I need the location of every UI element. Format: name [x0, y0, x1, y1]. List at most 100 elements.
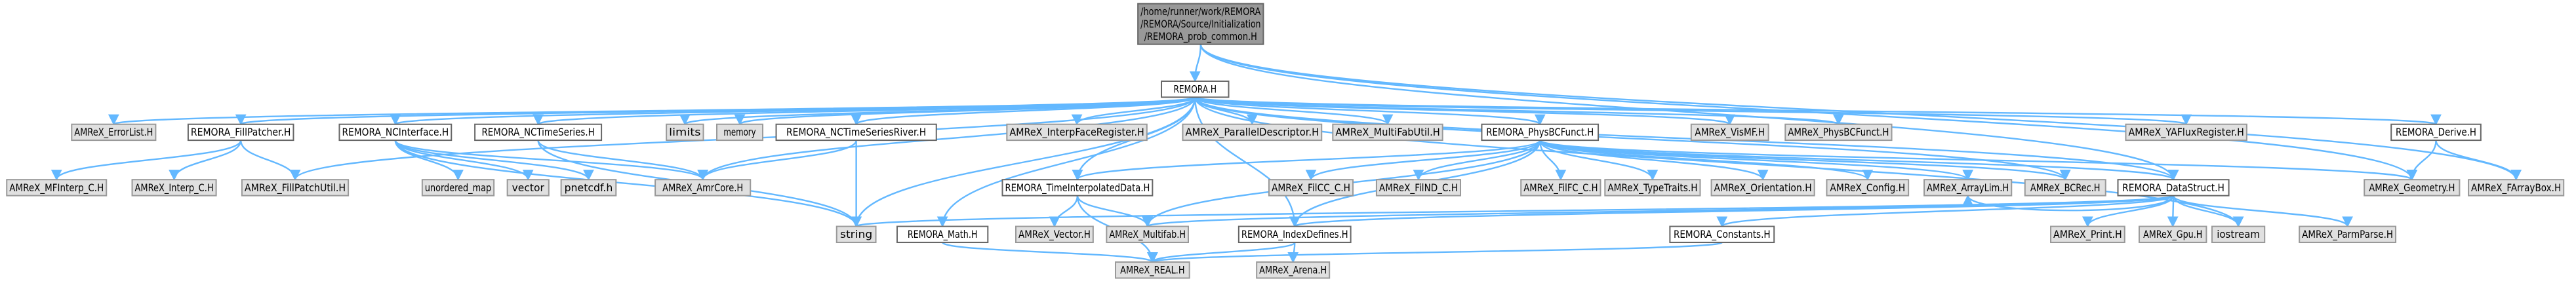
- node-amrex_vector: AMReX_Vector.H: [1015, 225, 1094, 244]
- node-box-remora_nctimeseriesriver: [775, 123, 937, 142]
- node-box-amrex_orientation: [1710, 179, 1815, 197]
- node-label-remora_math-line-0: REMORA_Math.H: [908, 228, 978, 241]
- node-remora_indexdefines[interactable]: REMORA_IndexDefines.H: [1238, 225, 1352, 244]
- node-box-amrex_physbcfunct: [1784, 123, 1893, 142]
- edge-remora_h-to-amrex_yafluxregister: [1194, 96, 2191, 126]
- node-amrex_real: AMReX_REAL.H: [1114, 261, 1190, 279]
- edge-remora_datastruct-to-amrex_parmparse: [2172, 195, 2353, 228]
- node-label-remora_fillpatcher-line-0: REMORA_FillPatcher.H: [191, 126, 291, 139]
- node-label-amrex_parmparse-line-0: AMReX_ParmParse.H: [2302, 228, 2393, 241]
- edge-remora_datastruct-to-remora_constants: [1716, 195, 2175, 228]
- node-box-amrex_amrcore: [654, 179, 752, 197]
- node-box-amrex_interpfaceregister: [1006, 123, 1148, 142]
- node-label-root-line-0: /home/runner/work/REMORA: [1140, 5, 1260, 18]
- node-remora_physbcfunct[interactable]: REMORA_PhysBCFunct.H: [1481, 123, 1600, 142]
- node-iostream: iostream: [2211, 225, 2266, 244]
- node-label-remora_constants-line-0: REMORA_Constants.H: [1674, 228, 1771, 241]
- node-vector: vector: [506, 179, 550, 197]
- node-amrex_multifabutil: AMReX_MultiFabUtil.H: [1332, 123, 1443, 142]
- node-box-root: [1137, 3, 1264, 45]
- node-label-amrex_fillpatchutil-line-0: AMReX_FillPatchUtil.H: [245, 181, 346, 195]
- edge-remora_derive-to-amrex_geometry: [2406, 140, 2437, 181]
- edge-remora_indexdefines-to-amrex_real: [1147, 241, 1296, 263]
- edge-remora_indexdefines-to-amrex_arena: [1287, 242, 1299, 263]
- node-label-unordered_map-line-0: unordered_map: [425, 181, 491, 195]
- edge-remora_datastruct-to-iostream: [2172, 195, 2244, 228]
- node-box-amrex_bcrec: [2024, 179, 2106, 197]
- node-box-remora_nctimeseries: [474, 123, 603, 142]
- node-label-amrex_real-line-0: AMReX_REAL.H: [1120, 264, 1184, 277]
- edge-root-to-remora_h: [1189, 44, 1201, 83]
- node-remora_constants[interactable]: REMORA_Constants.H: [1669, 225, 1775, 244]
- node-amrex_errorlist: AMReX_ErrorList.H: [71, 123, 157, 142]
- node-remora_fillpatcher[interactable]: REMORA_FillPatcher.H: [187, 123, 294, 142]
- node-box-remora_ncinterface: [338, 123, 453, 142]
- edges-layer: [50, 44, 2522, 263]
- edge-remora_h-to-amrex_interpfaceregister: [1071, 96, 1196, 126]
- node-label-remora_datastruct-line-0: REMORA_DataStruct.H: [2122, 181, 2224, 195]
- node-box-amrex_gpu: [2138, 225, 2207, 244]
- node-box-amrex_fillnd: [1375, 179, 1462, 197]
- node-label-remora_timeinterp-line-0: REMORA_TimeInterpolatedData.H: [1005, 181, 1150, 195]
- edge-remora_fillpatcher-to-amrex_mfinterp: [50, 140, 242, 181]
- node-label-amrex_typetraits-line-0: AMReX_TypeTraits.H: [1607, 181, 1697, 195]
- node-label-root-line-2: /REMORA_prob_common.H: [1144, 30, 1257, 43]
- node-label-amrex_orientation-line-0: AMReX_Orientation.H: [1714, 181, 1812, 195]
- node-amrex_config: AMReX_Config.H: [1826, 179, 1910, 197]
- edge-remora_physbcfunct-to-amrex_filfc: [1539, 140, 1567, 181]
- edge-remora_physbcfunct-to-remora_datastruct: [1539, 140, 2179, 181]
- node-amrex_vismf: AMReX_VisMF.H: [1690, 123, 1769, 142]
- node-label-string-line-0: string: [840, 228, 872, 240]
- node-remora_timeinterp[interactable]: REMORA_TimeInterpolatedData.H: [1001, 179, 1154, 197]
- node-label-limits-line-0: limits: [669, 126, 700, 138]
- node-box-amrex_fillpatchutil: [241, 179, 350, 197]
- node-root[interactable]: /home/runner/work/REMORA/REMORA/Source/I…: [1137, 3, 1264, 45]
- node-remora_h[interactable]: REMORA.H: [1161, 80, 1230, 98]
- node-label-iostream-line-0: iostream: [2217, 228, 2260, 240]
- node-box-string: [835, 225, 877, 244]
- node-label-amrex_config-line-0: AMReX_Config.H: [1830, 181, 1905, 195]
- node-box-amrex_geometry: [2364, 179, 2461, 197]
- node-amrex_multifab: AMReX_Multifab.H: [1106, 225, 1190, 244]
- node-limits: limits: [666, 123, 704, 142]
- node-amrex_farraybox: AMReX_FArrayBox.H: [2468, 179, 2565, 197]
- edge-remora_h-to-remora_fillpatcher: [235, 96, 1196, 126]
- node-box-remora_datastruct: [2117, 179, 2230, 197]
- node-box-amrex_yafluxregister: [2125, 123, 2247, 142]
- node-remora_derive[interactable]: REMORA_Derive.H: [2390, 123, 2482, 142]
- node-box-remora_physbcfunct: [1481, 123, 1600, 142]
- node-label-amrex_print-line-0: AMReX_Print.H: [2053, 228, 2122, 241]
- node-amrex_fillpatchutil: AMReX_FillPatchUtil.H: [241, 179, 350, 197]
- node-box-amrex_config: [1826, 179, 1910, 197]
- node-remora_ncinterface[interactable]: REMORA_NCInterface.H: [338, 123, 453, 142]
- node-amrex_geometry: AMReX_Geometry.H: [2364, 179, 2461, 197]
- edge-remora_h-to-amrex_physbcfunct: [1194, 96, 1844, 126]
- node-remora_math[interactable]: REMORA_Math.H: [896, 225, 989, 244]
- node-remora_datastruct[interactable]: REMORA_DataStruct.H: [2117, 179, 2230, 197]
- node-remora_nctimeseriesriver[interactable]: REMORA_NCTimeSeriesRiver.H: [775, 123, 937, 142]
- node-pnetcdf: pnetcdf.h: [560, 179, 617, 197]
- node-amrex_arena: AMReX_Arena.H: [1256, 261, 1331, 279]
- node-amrex_print: AMReX_Print.H: [2050, 225, 2125, 244]
- edge-remora_datastruct-to-amrex_arraylim: [1962, 194, 2175, 212]
- node-box-memory: [716, 123, 764, 142]
- node-box-amrex_interp: [131, 179, 217, 197]
- edge-remora_timeinterp-to-amrex_vector: [1049, 195, 1079, 228]
- edge-remora_datastruct-to-string: [851, 195, 2175, 228]
- edge-remora_physbcfunct-to-amrex_orientation: [1539, 140, 1769, 181]
- node-label-vector-line-0: vector: [512, 181, 545, 194]
- node-box-vector: [506, 179, 550, 197]
- node-box-amrex_multifabutil: [1332, 123, 1443, 142]
- node-label-amrex_mfinterp-line-0: AMReX_MFInterp_C.H: [9, 181, 104, 195]
- node-label-amrex_geometry-line-0: AMReX_Geometry.H: [2369, 181, 2455, 195]
- node-label-amrex_interpfaceregister-line-0: AMReX_InterpFaceRegister.H: [1009, 126, 1144, 139]
- node-remora_nctimeseries[interactable]: REMORA_NCTimeSeries.H: [474, 123, 603, 142]
- node-label-amrex_bcrec-line-0: AMReX_BCRec.H: [2030, 181, 2101, 195]
- node-label-amrex_amrcore-line-0: AMReX_AmrCore.H: [662, 181, 743, 195]
- edge-remora_h-to-remora_nctimeseriesriver: [851, 96, 1196, 126]
- node-amrex_orientation: AMReX_Orientation.H: [1710, 179, 1815, 197]
- edge-root-to-remora_datastruct: [1199, 44, 2179, 181]
- node-amrex_fillnd: AMReX_FilND_C.H: [1375, 179, 1462, 197]
- node-label-remora_ncinterface-line-0: REMORA_NCInterface.H: [342, 126, 449, 139]
- node-label-amrex_yafluxregister-line-0: AMReX_YAFluxRegister.H: [2128, 126, 2244, 139]
